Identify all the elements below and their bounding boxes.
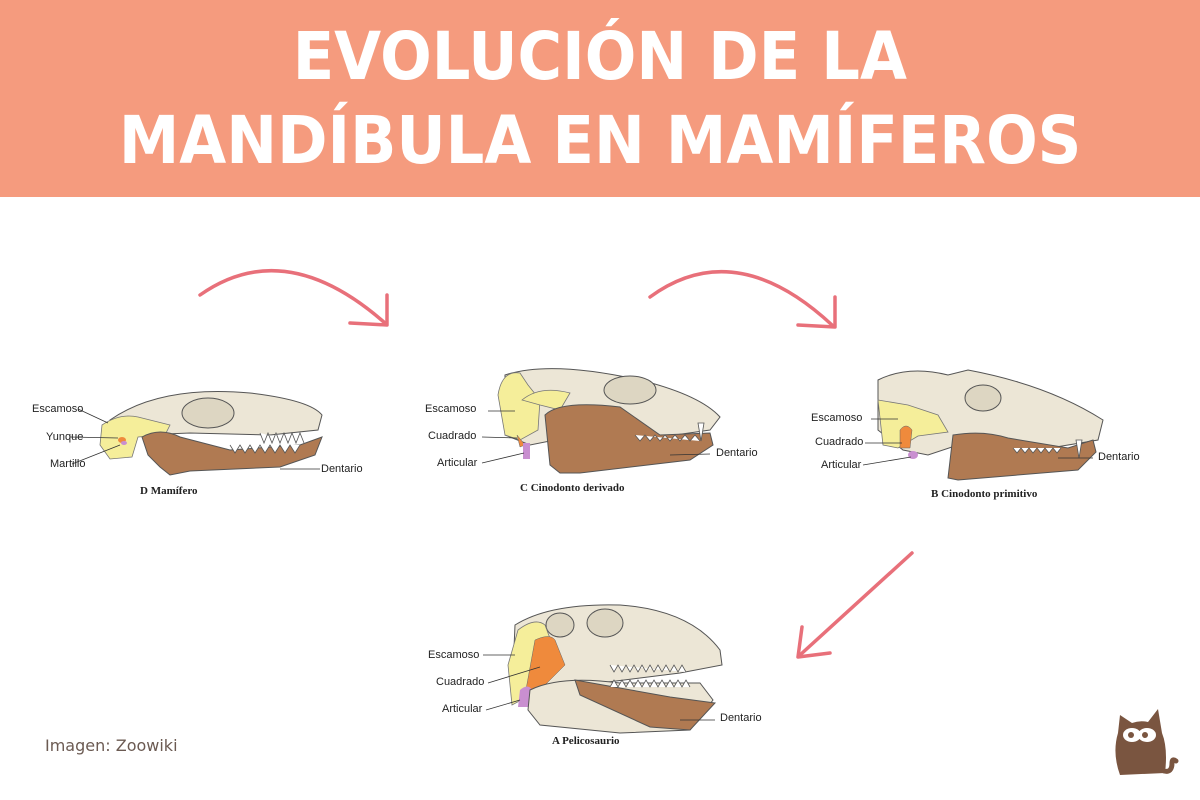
caption-mamifero: D Mamífero xyxy=(140,485,198,497)
cinodonto-derivado-skull-illustration xyxy=(481,368,721,474)
caption-cinodonto-primitivo: B Cinodonto primitivo xyxy=(931,488,1038,500)
panel-pelicosaurio: Escamoso Cuadrado Articular Dentario A P… xyxy=(420,595,770,755)
label-escamoso: Escamoso xyxy=(811,412,863,424)
title-line-2: MANDÍBULA EN MAMÍFEROS xyxy=(118,101,1082,179)
label-dentario: Dentario xyxy=(720,712,762,724)
title-line-1: EVOLUCIÓN DE LA xyxy=(292,17,908,95)
label-cuadrado: Cuadrado xyxy=(436,676,485,688)
title-banner: EVOLUCIÓN DE LA MANDÍBULA EN MAMÍFEROS xyxy=(0,0,1200,197)
panel-mamifero: Escamoso Yunque Martillo Dentario D Mamí… xyxy=(30,375,370,505)
pelicosaurio-skull-illustration xyxy=(483,604,723,734)
label-dentario: Dentario xyxy=(321,463,363,475)
label-martillo: Martillo xyxy=(50,458,86,470)
label-dentario: Dentario xyxy=(716,447,758,459)
caption-cinodonto-derivado: C Cinodonto derivado xyxy=(520,482,625,494)
cat-logo-icon xyxy=(1115,709,1179,775)
arrow-b-to-a-icon xyxy=(796,551,914,659)
label-articular: Articular xyxy=(821,459,862,471)
mamifero-skull-illustration xyxy=(69,391,323,476)
label-escamoso: Escamoso xyxy=(425,403,477,415)
label-cuadrado: Cuadrado xyxy=(428,430,477,442)
cinodonto-primitivo-skull-illustration xyxy=(862,369,1104,481)
label-escamoso: Escamoso xyxy=(32,403,84,415)
label-articular: Articular xyxy=(442,703,483,715)
panel-cinodonto-derivado: Escamoso Cuadrado Articular Dentario C C… xyxy=(420,355,770,500)
label-yunque: Yunque xyxy=(46,431,84,443)
label-articular: Articular xyxy=(437,457,478,469)
image-credit: Imagen: Zoowiki xyxy=(45,736,178,755)
label-dentario: Dentario xyxy=(1098,451,1140,463)
label-escamoso: Escamoso xyxy=(428,649,480,661)
panel-cinodonto-primitivo: Escamoso Cuadrado Articular Dentario B C… xyxy=(808,360,1153,505)
label-cuadrado: Cuadrado xyxy=(815,436,864,448)
caption-pelicosaurio: A Pelicosaurio xyxy=(552,735,620,747)
arrow-c-to-b-icon xyxy=(648,269,837,329)
arrow-d-to-c-icon xyxy=(198,268,389,327)
